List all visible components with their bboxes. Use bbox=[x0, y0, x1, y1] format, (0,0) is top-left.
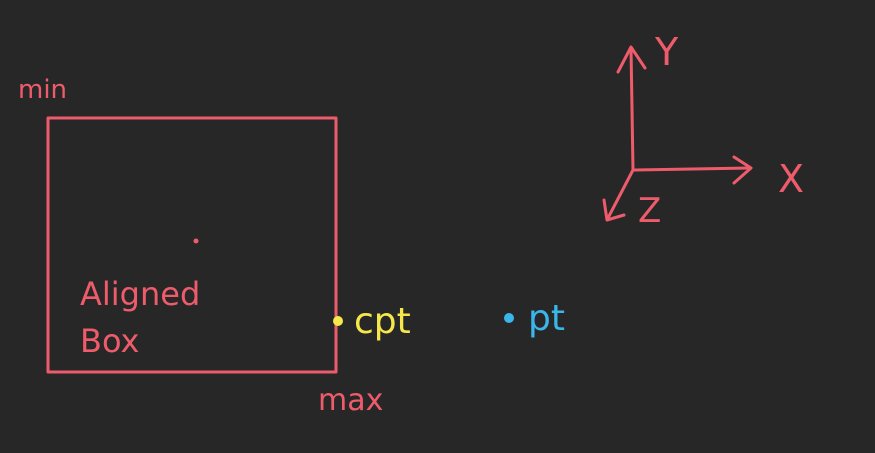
z-axis-line bbox=[606, 168, 635, 220]
y-axis-arrowhead bbox=[616, 45, 647, 74]
pt-point bbox=[504, 313, 514, 323]
cpt-point bbox=[333, 316, 343, 326]
max-label: max bbox=[318, 383, 383, 418]
pt-label: pt bbox=[528, 298, 565, 339]
axis-y-label: Y bbox=[654, 30, 679, 74]
z-axis-arrowhead bbox=[602, 198, 626, 222]
x-axis-arrowhead bbox=[732, 155, 753, 185]
axis-z-label: Z bbox=[638, 191, 661, 231]
box-center-mark bbox=[193, 238, 199, 244]
axis-x-label: X bbox=[778, 157, 804, 201]
cpt-label: cpt bbox=[354, 301, 411, 342]
aligned-box bbox=[46, 116, 338, 374]
min-label: min bbox=[18, 75, 67, 105]
box-label-line2: Box bbox=[80, 322, 139, 360]
axes-gizmo bbox=[602, 45, 753, 222]
y-axis-line bbox=[629, 46, 635, 172]
x-axis-line bbox=[631, 166, 752, 172]
box-label-line1: Aligned bbox=[80, 275, 200, 313]
